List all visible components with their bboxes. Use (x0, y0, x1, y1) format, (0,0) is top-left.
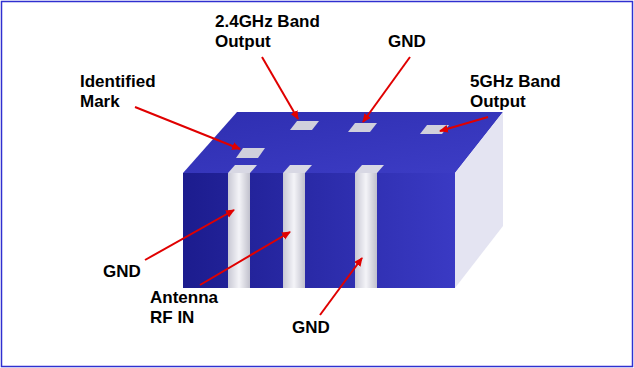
leader-arrow (200, 232, 290, 285)
leader-arrow (440, 117, 488, 131)
leader-arrow (320, 258, 362, 315)
pin-label: GND (388, 32, 426, 52)
terminal (228, 165, 257, 173)
chip-top (183, 112, 503, 173)
leader-arrow (135, 107, 240, 149)
mark-label: Identified Mark (80, 72, 180, 112)
terminal (355, 173, 377, 288)
leader-arrow (262, 57, 298, 119)
leader-arrow (145, 210, 234, 260)
pin-label: GND (103, 262, 141, 282)
identified-mark (236, 148, 265, 158)
pin-label: GND (292, 318, 330, 338)
leader-arrow (363, 57, 410, 122)
chip-front (183, 173, 455, 288)
pad (348, 123, 377, 132)
terminal (283, 165, 312, 173)
output-label: 5GHz Band Output (470, 72, 585, 112)
terminal (355, 165, 384, 173)
pad (290, 121, 319, 130)
input-label: Antenna RF IN (150, 288, 230, 328)
output-label: 2.4GHz Band Output (215, 12, 340, 52)
terminal (228, 173, 250, 288)
terminal (283, 173, 305, 288)
chip-side (455, 112, 503, 288)
